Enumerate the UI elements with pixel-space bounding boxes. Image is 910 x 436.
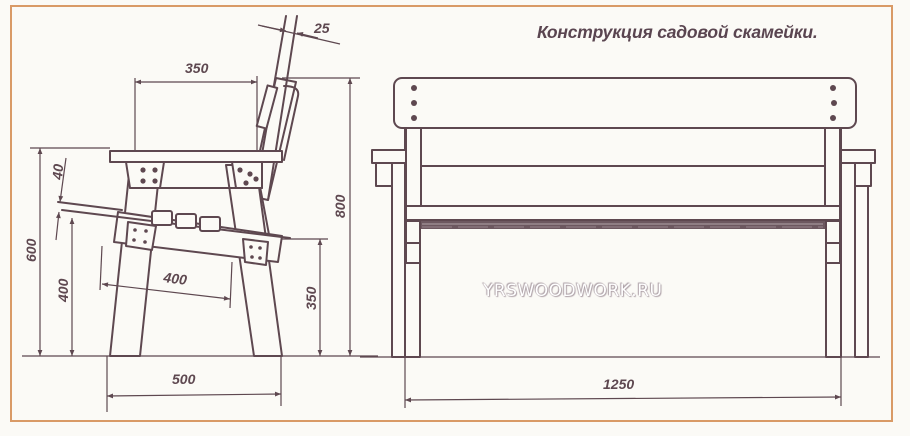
watermark: YRSWOODWORK.RU — [483, 281, 663, 301]
page-frame — [10, 5, 893, 422]
dim-seat-depth: 350 — [185, 60, 209, 76]
dim-rear-height: 350 — [303, 286, 319, 310]
dim-length: 1250 — [603, 376, 634, 392]
dim-seat-length: 400 — [162, 269, 188, 288]
dim-seat-thickness: 40 — [49, 163, 66, 181]
dim-backrest-thickness: 25 — [313, 20, 330, 36]
dim-armrest-height: 600 — [23, 238, 39, 262]
drawing-title: Конструкция садовой скамейки. — [537, 22, 818, 42]
dim-seat-height: 400 — [55, 278, 71, 303]
side-view: 350 25 800 600 40 400 400 — [22, 15, 378, 412]
dim-base-width: 500 — [172, 371, 196, 387]
dim-total-height: 800 — [332, 194, 348, 218]
front-view: 1250 — [360, 77, 880, 408]
